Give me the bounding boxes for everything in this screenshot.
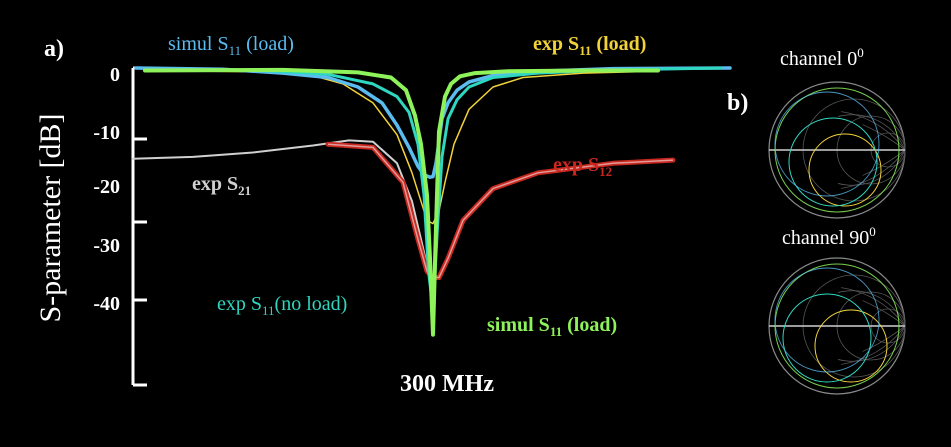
y-tick-label: -20 — [93, 176, 120, 198]
series-line-simul-s11-load-blue — [134, 66, 732, 179]
legend-label-tail: (load) — [241, 33, 294, 55]
legend-label-exp-s11-yellow: exp S11 (load) — [533, 33, 646, 58]
y-axis: 0 -10 -20 -30 -40 — [93, 64, 147, 387]
legend-label-sub: 11 — [229, 43, 242, 58]
smith-reactance-arc — [841, 287, 906, 327]
smith-trace-cyan — [782, 293, 872, 383]
legend-label-tail: (load) — [562, 314, 617, 336]
smith-trace-blue — [774, 267, 880, 373]
panel-a: a) S-parameter [dB] 0 -10 -20 -30 -40 30… — [34, 33, 732, 397]
legend-label-tail: (load) — [591, 33, 646, 55]
smith-trace-cyan — [788, 117, 878, 207]
series-line-exp-s12-highlight — [327, 143, 674, 279]
smith-reactance-arc — [862, 325, 906, 352]
legend-label-sub: 12 — [599, 164, 612, 179]
legend-label-sub: 11 — [550, 324, 562, 339]
smith-reactance-arc — [838, 325, 906, 362]
legend-label-exp-s21: exp S21 — [192, 173, 251, 198]
smith-reactance-arc — [841, 111, 906, 151]
smith-title-channel-90: channel 900 — [782, 224, 876, 249]
legend-label-base: exp S — [533, 33, 579, 55]
series-line-simul-s11-load-green — [143, 67, 660, 337]
y-tick-label: -10 — [93, 122, 120, 144]
smith-reactance-arc — [862, 124, 906, 151]
smith-reactance-arc — [838, 149, 906, 186]
smith-trace-yellow — [808, 133, 882, 207]
smith-chart-channel-90 — [768, 257, 906, 395]
smith-chart-channel-0 — [768, 81, 906, 219]
smith-reactance-arc — [841, 149, 906, 189]
legend-label-base: simul S — [487, 314, 550, 336]
legend-label-simul-s11-green: simul S11 (load) — [487, 314, 617, 339]
plot-lines — [132, 66, 732, 337]
y-axis-title: S-parameter [dB] — [34, 113, 67, 322]
legend-label-sub: 11 — [262, 303, 275, 318]
panel-b-label: b) — [727, 90, 748, 116]
x-axis-label: 300 MHz — [400, 371, 494, 397]
legend-label-sub: 21 — [238, 183, 251, 198]
smith-reactance-arc — [841, 325, 906, 365]
y-tick-label: -40 — [93, 293, 120, 315]
smith-title-text: channel 0 — [780, 48, 857, 70]
legend-label-exp-s11-noload: exp S11(no load) — [217, 293, 347, 318]
legend-label-base: simul S — [168, 33, 229, 55]
smith-title-sup: 0 — [857, 45, 864, 60]
series-line-exp-s11-load-yellow — [144, 69, 659, 225]
panel-a-label: a) — [44, 36, 64, 62]
legend-label-sub: 11 — [579, 43, 591, 58]
legend-label-base: exp S — [217, 293, 262, 315]
legend-label-exp-s12: exp S12 — [553, 154, 612, 179]
smith-trace-blue — [774, 91, 880, 197]
series-line-exp-s12-red — [325, 141, 676, 280]
smith-reactance-arc — [838, 290, 906, 327]
y-tick-label: 0 — [110, 64, 120, 86]
smith-title-sup: 0 — [869, 224, 876, 239]
smith-reactance-arc — [862, 149, 906, 176]
smith-reactance-arc — [838, 114, 906, 151]
smith-trace-yellow — [814, 309, 888, 383]
legend-label-base: exp S — [553, 154, 599, 176]
smith-title-channel-0: channel 00 — [780, 45, 864, 70]
panel-b: b) channel 00 channel 900 — [727, 45, 906, 395]
y-tick-label: -30 — [93, 235, 120, 257]
smith-reactance-arc — [862, 300, 906, 327]
legend-label-base: exp S — [192, 173, 238, 195]
legend-label-tail: (no load) — [275, 293, 348, 315]
smith-title-text: channel 90 — [782, 227, 869, 249]
legend-label-simul-s11-blue: simul S11 (load) — [168, 33, 294, 58]
